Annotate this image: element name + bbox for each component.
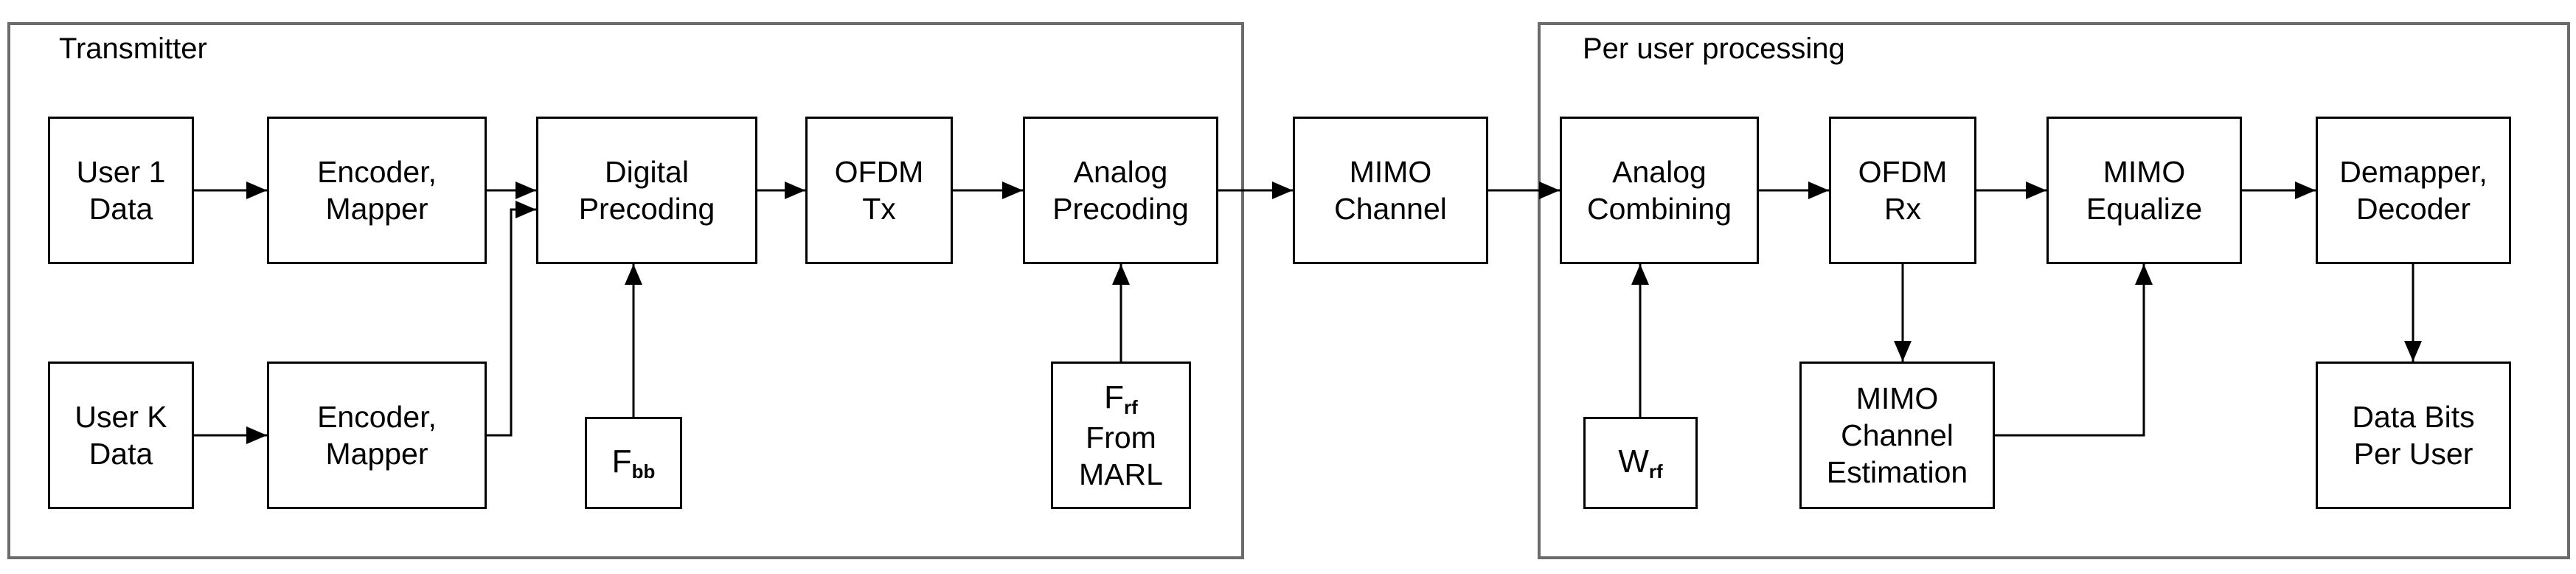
mimo-channel-estimation-block: MIMO Channel Estimation xyxy=(1799,362,1995,509)
frf-line-2: MARL xyxy=(1079,457,1163,492)
ofdm-tx-line-1: OFDM xyxy=(834,154,924,189)
user1-data-block: User 1 Data xyxy=(48,117,194,264)
demapper-decoder-block: Demapper, Decoder xyxy=(2316,117,2511,264)
mimo-channel-line-1: MIMO xyxy=(1349,154,1432,189)
encoder-mapper-k-block: Encoder, Mapper xyxy=(267,362,487,509)
userk-data-block: User K Data xyxy=(48,362,194,509)
demapper-decoder-line-1: Demapper, xyxy=(2339,154,2488,189)
data-bits-line-2: Per User xyxy=(2353,437,2473,471)
fbb-sub: bb xyxy=(631,460,656,483)
analog-combining-line-2: Combining xyxy=(1587,192,1732,226)
transmitter-title: Transmitter xyxy=(59,32,207,65)
frf-line-1: From xyxy=(1086,421,1156,455)
mimo-equalize-line-1: MIMO xyxy=(2103,154,2186,189)
ofdm-rx-line-2: Rx xyxy=(1884,192,1922,226)
arrow-estimation-to-equalize xyxy=(1995,264,2153,437)
ofdm-rx-line-1: OFDM xyxy=(1858,154,1948,189)
data-bits-line-1: Data Bits xyxy=(2352,399,2475,434)
wrf-block: Wrf xyxy=(1583,417,1698,509)
transmitter-group: Transmitter xyxy=(7,22,1244,559)
fbb-symbol: Fbb xyxy=(612,442,656,484)
estimation-line-3: Estimation xyxy=(1826,455,1968,489)
estimation-line-2: Channel xyxy=(1841,418,1954,452)
fbb-main: F xyxy=(611,443,632,480)
analog-precoding-line-2: Precoding xyxy=(1052,192,1189,226)
wrf-main: W xyxy=(1618,443,1649,480)
encoder-mapper-1-block: Encoder, Mapper xyxy=(267,117,487,264)
wrf-symbol: Wrf xyxy=(1618,442,1662,484)
mimo-equalize-line-2: Equalize xyxy=(2086,192,2203,226)
analog-combining-block: Analog Combining xyxy=(1560,117,1759,264)
analog-precoding-line-1: Analog xyxy=(1073,154,1168,189)
frf-from-marl-block: Frf From MARL xyxy=(1051,362,1191,509)
frf-symbol: Frf xyxy=(1104,378,1138,420)
frf-main: F xyxy=(1104,378,1125,415)
receiver-group: Per user processing xyxy=(1538,22,2570,559)
encoder-mapper-k-line-2: Mapper xyxy=(325,437,428,471)
user1-data-line-1: User 1 xyxy=(76,154,166,189)
ofdm-tx-block: OFDM Tx xyxy=(805,117,953,264)
mimo-equalize-block: MIMO Equalize xyxy=(2046,117,2242,264)
ofdm-rx-block: OFDM Rx xyxy=(1829,117,1976,264)
arrow-encoderk-to-digital xyxy=(487,201,536,437)
digital-precoding-block: Digital Precoding xyxy=(536,117,757,264)
mimo-channel-line-2: Channel xyxy=(1334,192,1447,226)
userk-data-line-2: Data xyxy=(88,437,153,471)
encoder-mapper-1-line-1: Encoder, xyxy=(317,154,437,189)
fbb-block: Fbb xyxy=(585,417,682,509)
analog-precoding-block: Analog Precoding xyxy=(1023,117,1218,264)
wrf-sub: rf xyxy=(1648,460,1663,483)
mimo-channel-block: MIMO Channel xyxy=(1293,117,1488,264)
digital-precoding-line-2: Precoding xyxy=(578,192,715,226)
ofdm-tx-line-2: Tx xyxy=(862,192,896,226)
analog-combining-line-1: Analog xyxy=(1612,154,1707,189)
digital-precoding-line-1: Digital xyxy=(605,154,689,189)
encoder-mapper-1-line-2: Mapper xyxy=(325,192,428,226)
encoder-mapper-k-line-1: Encoder, xyxy=(317,399,437,434)
user1-data-line-2: Data xyxy=(88,192,153,226)
receiver-title: Per user processing xyxy=(1583,32,1845,65)
estimation-line-1: MIMO xyxy=(1855,381,1939,415)
userk-data-line-1: User K xyxy=(74,399,167,434)
data-bits-per-user-block: Data Bits Per User xyxy=(2316,362,2511,509)
frf-sub: rf xyxy=(1124,395,1138,418)
demapper-decoder-line-2: Decoder xyxy=(2356,192,2471,226)
